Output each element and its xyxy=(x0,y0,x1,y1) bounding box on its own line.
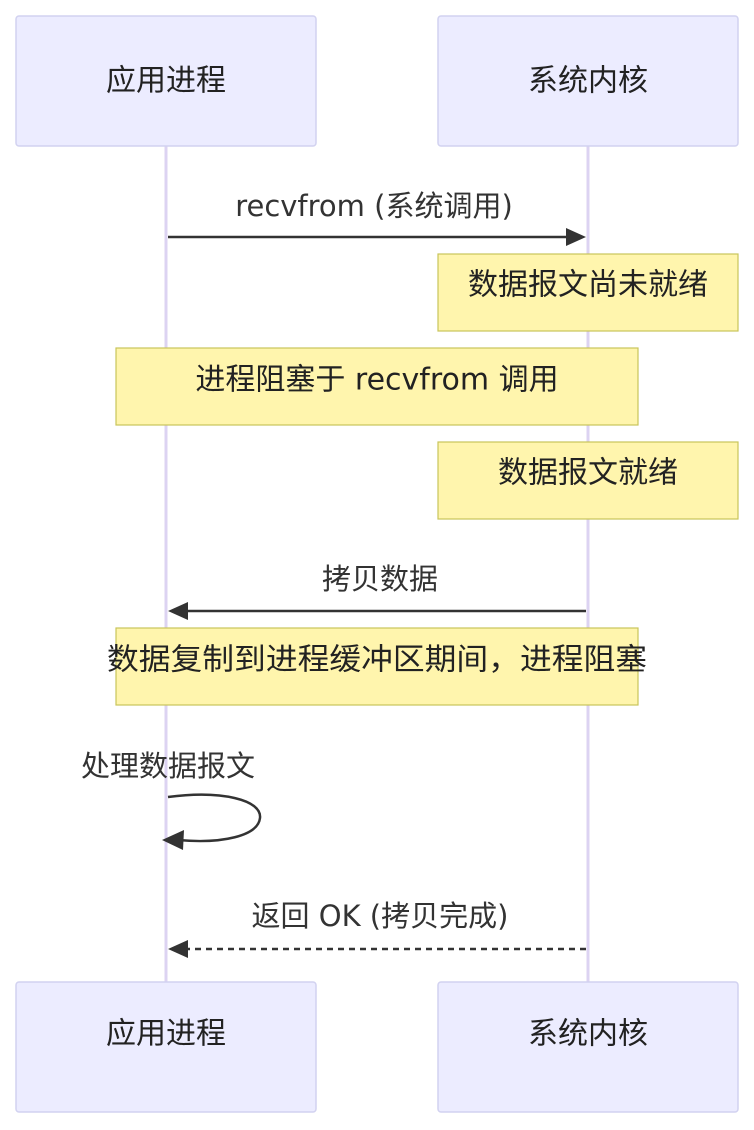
actor-app-bottom: 应用进程 xyxy=(15,981,317,1113)
note-process-blocked-label: 进程阻塞于 recvfrom 调用 xyxy=(195,363,558,398)
message-copy-data: 拷贝数据 xyxy=(168,562,586,620)
arrowhead-left-dashed xyxy=(168,940,188,958)
actor-kernel-top-label: 系统内核 xyxy=(528,64,648,99)
note-ready: 数据报文就绪 xyxy=(437,441,739,520)
actor-app-top: 应用进程 xyxy=(15,15,317,147)
actor-kernel-top: 系统内核 xyxy=(437,15,739,147)
message-process-data: 处理数据报文 xyxy=(81,749,262,850)
message-recvfrom-label: recvfrom (系统调用) xyxy=(235,189,513,223)
message-return-ok: 返回 OK (拷贝完成) xyxy=(168,899,586,958)
arrowhead-right xyxy=(566,228,586,246)
message-copy-data-label: 拷贝数据 xyxy=(322,562,438,596)
note-copying-blocked: 数据复制到进程缓冲区期间，进程阻塞 xyxy=(107,627,647,706)
note-ready-label: 数据报文就绪 xyxy=(498,456,678,491)
note-not-ready: 数据报文尚未就绪 xyxy=(437,253,739,332)
note-not-ready-label: 数据报文尚未就绪 xyxy=(468,268,708,303)
actor-app-bottom-label: 应用进程 xyxy=(106,1017,226,1052)
message-process-data-label: 处理数据报文 xyxy=(81,749,255,783)
actor-kernel-bottom-label: 系统内核 xyxy=(528,1017,648,1052)
arrowhead-self xyxy=(162,830,184,850)
arrowhead-left xyxy=(168,602,188,620)
message-return-ok-label: 返回 OK (拷贝完成) xyxy=(252,899,509,933)
actor-app-top-label: 应用进程 xyxy=(106,64,226,99)
note-copying-blocked-label: 数据复制到进程缓冲区期间，进程阻塞 xyxy=(107,643,647,678)
actor-kernel-bottom: 系统内核 xyxy=(437,981,739,1113)
note-process-blocked: 进程阻塞于 recvfrom 调用 xyxy=(115,347,639,426)
message-recvfrom: recvfrom (系统调用) xyxy=(168,189,586,246)
